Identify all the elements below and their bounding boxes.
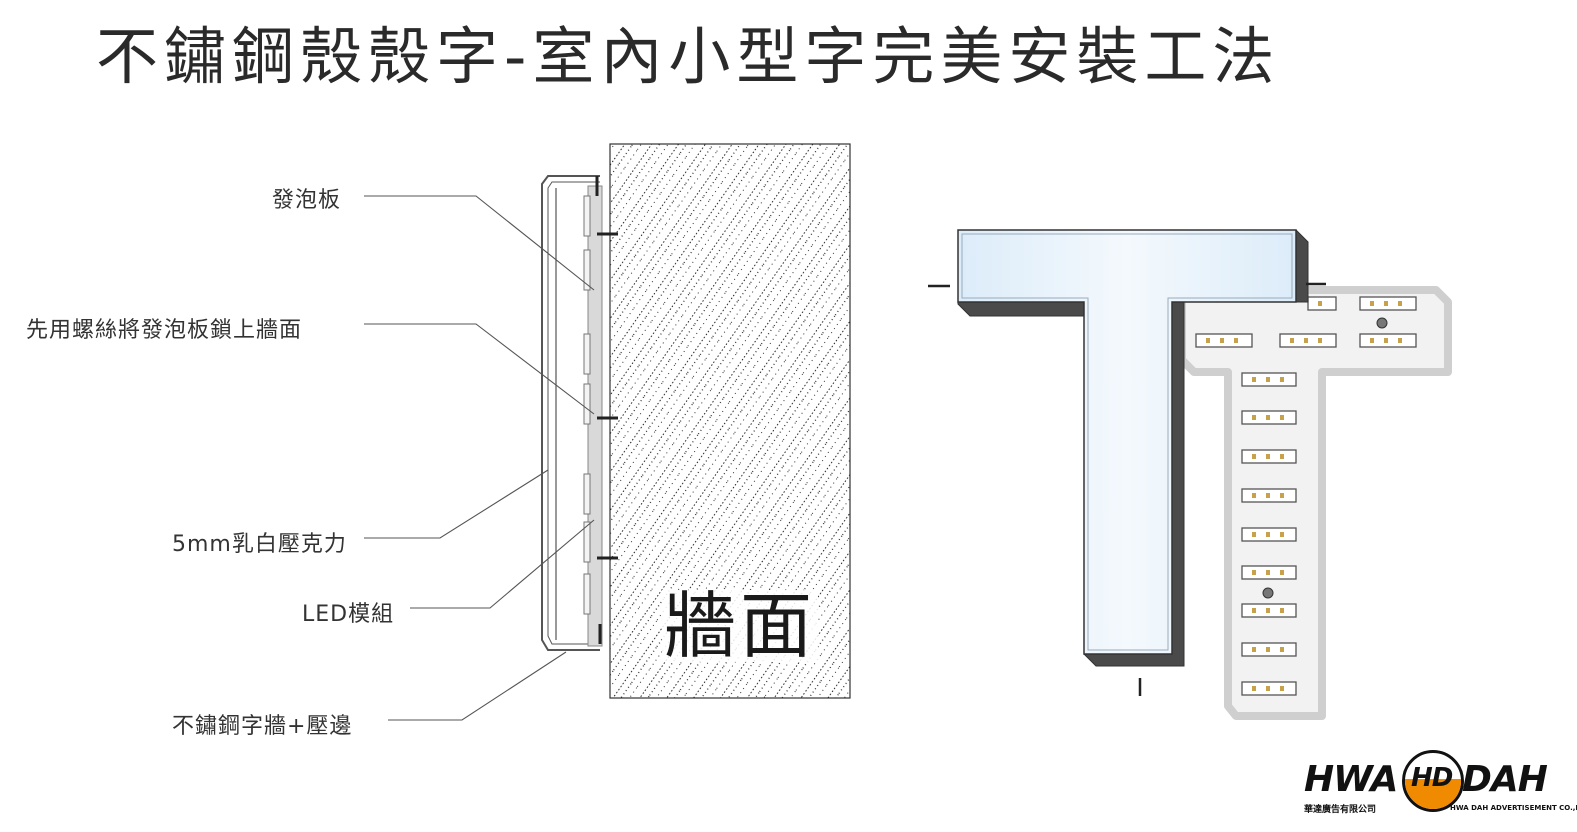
mount-screw-heads [1262,317,1388,599]
led-chips [1206,301,1402,691]
leader-lines [364,195,595,721]
letter-screws [928,282,1326,696]
label-led-module: LED模組 [302,602,395,627]
logo-text-left: HWA [1304,759,1398,800]
page-title: 不鏽鋼殼殼字-室內小型字完美安裝工法 [96,20,1281,93]
logo-text-right: DAH [1462,759,1548,800]
label-stainless: 不鏽鋼字牆+壓邊 [172,714,353,739]
logo-sub-en: HWA DAH ADVERTISEMENT CO.,LTD. [1450,804,1577,812]
label-screw-note: 先用螺絲將發泡板鎖上牆面 [26,318,303,343]
logo-sub-cn: 華達廣告有限公司 [1304,805,1377,815]
logo-emblem: HD [1402,750,1464,812]
foam-backplate [1178,286,1452,720]
letter-profile [541,175,618,651]
wall-label: 牆面 [662,584,819,668]
label-acrylic: 5mm乳白壓克力 [172,532,347,557]
company-logo: HWA HD DAH 華達廣告有限公司 HWA DAH ADVERTISEMEN… [1300,750,1577,825]
channel-letter-t [957,229,1309,667]
logo-text-mid: HD [1411,763,1453,793]
label-foam-board: 發泡板 [272,188,342,213]
